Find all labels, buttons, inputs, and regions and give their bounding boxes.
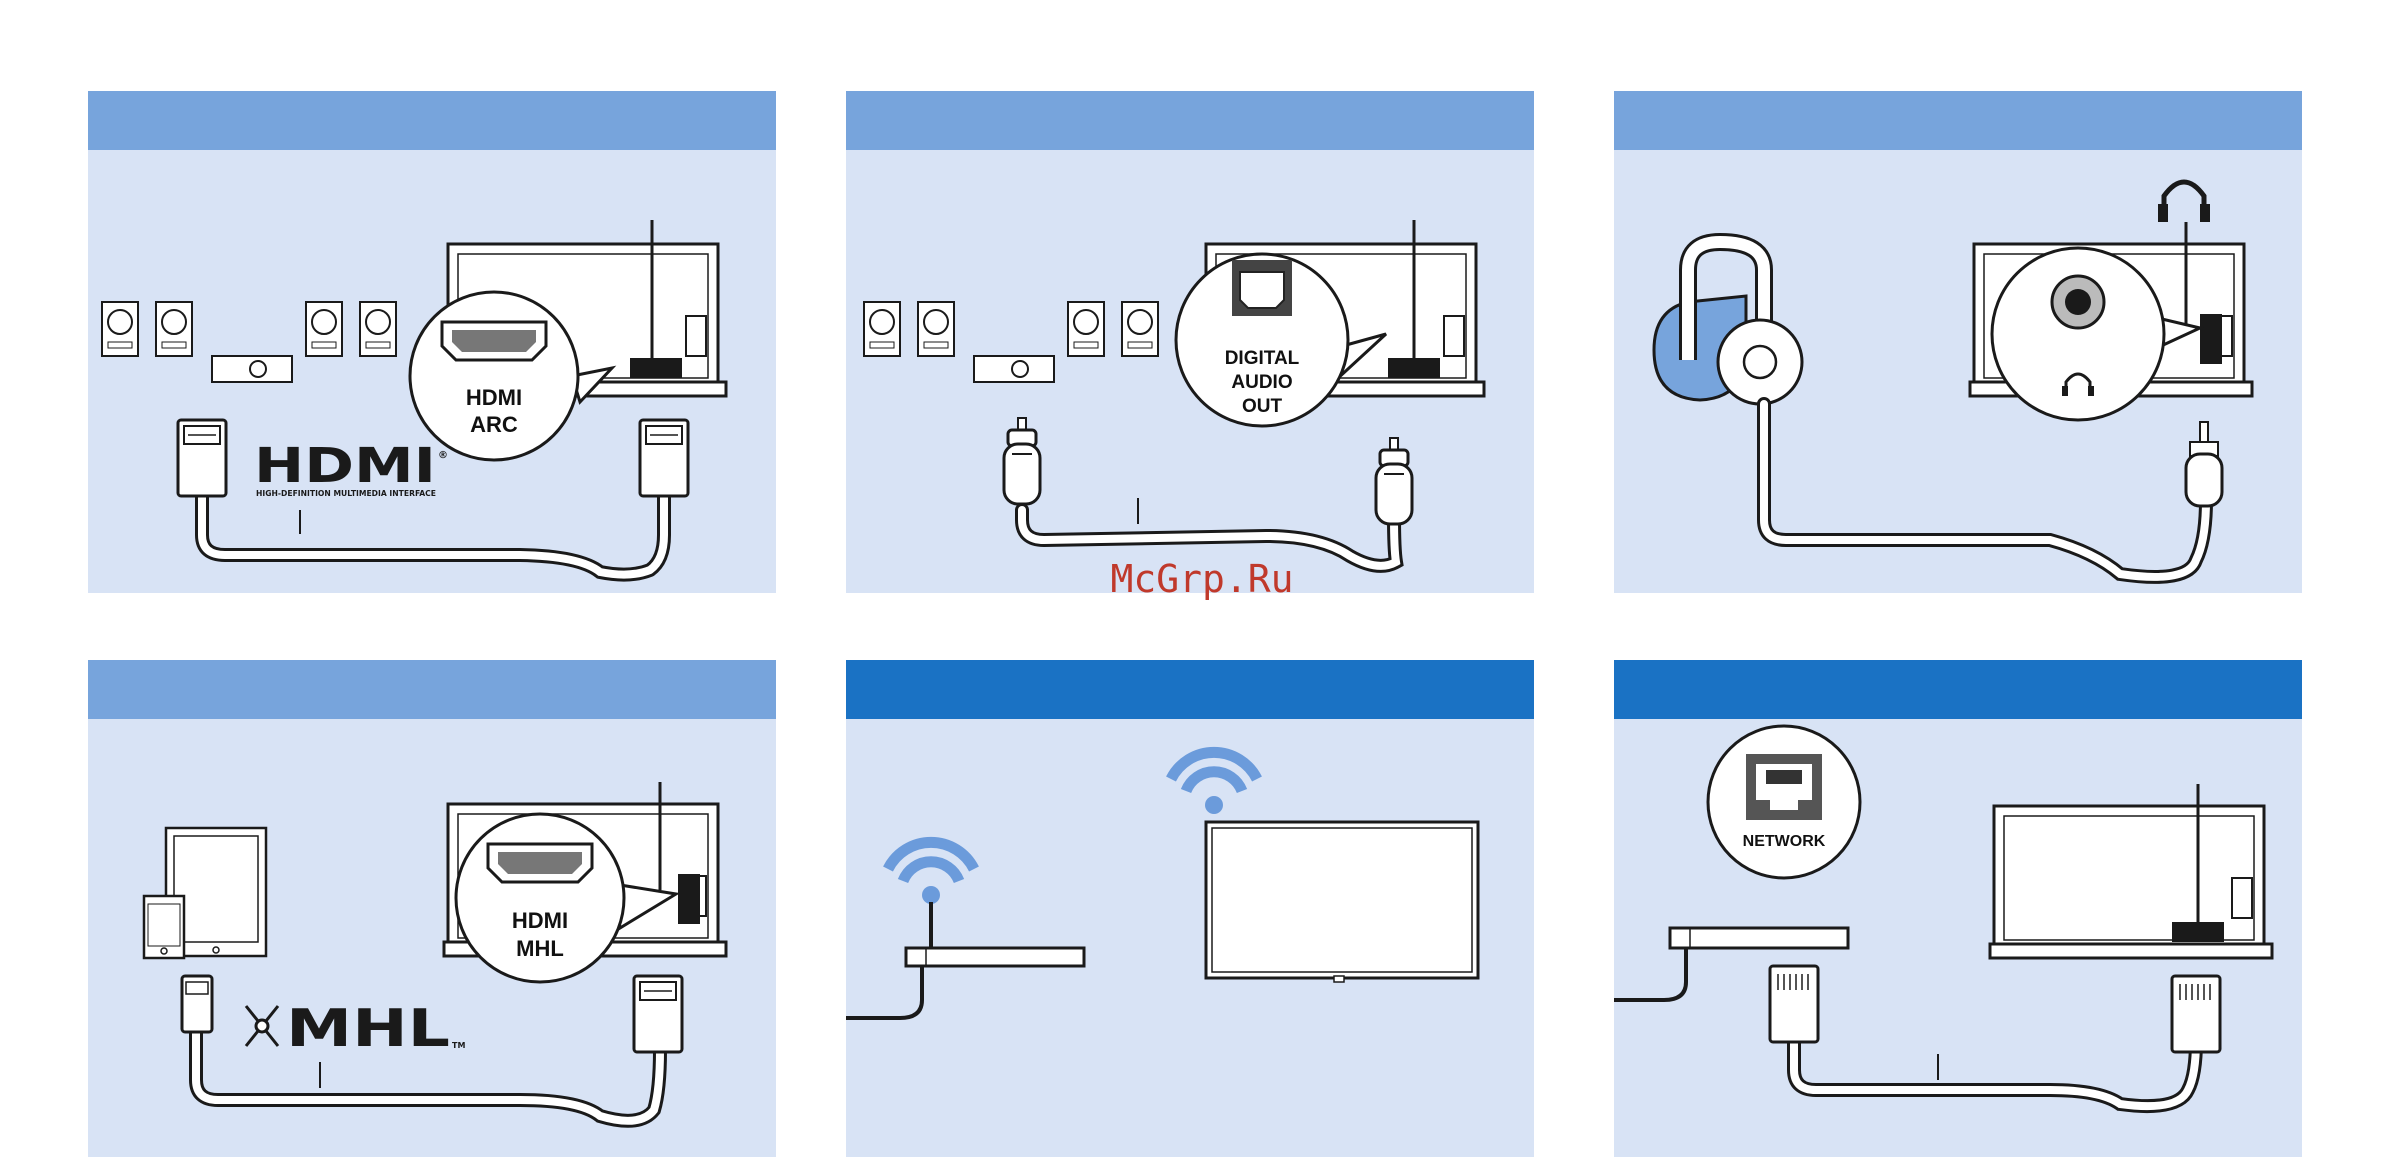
hdmi-logo: HDMI ® HIGH-DEFINITION MULTIMEDIA INTERF… xyxy=(254,438,448,498)
callout-label-line1: HDMI xyxy=(466,385,522,410)
callout-label-line1: HDMI xyxy=(512,908,568,933)
callout-label-line1: DIGITAL xyxy=(1225,348,1300,369)
callout-label-line2: ARC xyxy=(470,412,518,437)
hdmi-logo-text: HDMI xyxy=(254,438,436,494)
ethernet-port-icon xyxy=(1746,754,1822,820)
callout-label-line2: MHL xyxy=(516,936,564,961)
panel-network: NETWORK xyxy=(1614,660,2302,1157)
headphone-jack-icon xyxy=(2200,314,2222,364)
panel-headphones xyxy=(1614,91,2302,593)
panel-wifi xyxy=(846,660,1534,1157)
hdmi-logo-tagline: HIGH-DEFINITION MULTIMEDIA INTERFACE xyxy=(256,489,436,498)
panel-header xyxy=(88,660,776,719)
hdmi-port-icon xyxy=(630,358,682,378)
tv-front-icon xyxy=(1206,822,1478,982)
panel-header xyxy=(846,91,1534,150)
callout-bubble: NETWORK xyxy=(1708,726,1860,878)
panel-hdmi-arc: HDMI ARC HDMI ® HIGH-DEFINITION MULTIMED… xyxy=(88,91,776,593)
callout-label: NETWORK xyxy=(1743,833,1826,850)
tv-back-icon xyxy=(1990,784,2272,958)
panel-mhl: HDMI MHL MHL TM xyxy=(88,660,776,1157)
panel-header xyxy=(88,91,776,150)
subwoofer-icon xyxy=(974,356,1054,382)
panel-digital-audio: DIGITAL AUDIO OUT xyxy=(846,91,1534,593)
hdmi-port-icon xyxy=(678,874,700,924)
router-icon xyxy=(1670,928,1848,948)
mhl-logo-text: MHL xyxy=(286,999,450,1059)
panel-header xyxy=(1614,91,2302,150)
subwoofer-icon xyxy=(212,356,292,382)
callout-label-line2: AUDIO xyxy=(1231,372,1292,393)
watermark: McGrp.Ru xyxy=(1110,557,1293,601)
svg-text:®: ® xyxy=(438,450,448,461)
callout-label-line3: OUT xyxy=(1242,396,1283,417)
panel-header xyxy=(1614,660,2302,719)
svg-text:TM: TM xyxy=(452,1041,465,1050)
panel-header xyxy=(846,660,1534,719)
phone-icon xyxy=(144,896,184,958)
